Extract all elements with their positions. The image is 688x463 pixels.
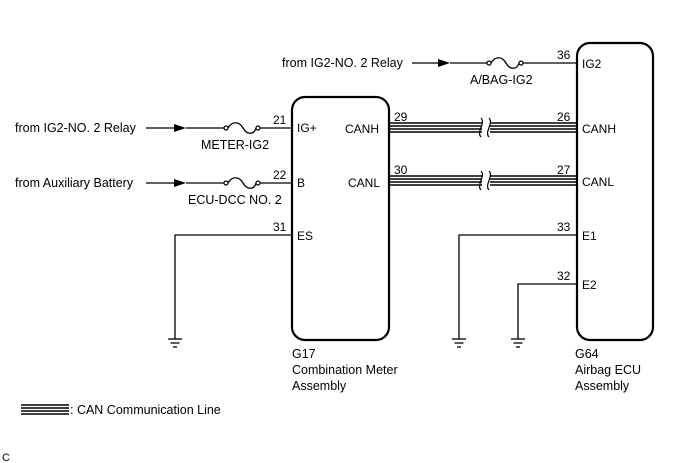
meter-b-arrow-icon [174, 179, 186, 187]
meter-ig-source: from IG2-NO. 2 Relay [15, 121, 137, 135]
meter-pin-31-number: 31 [273, 220, 287, 234]
meter-es-ground-wire [174, 234, 292, 339]
meter-ground-icon [168, 338, 182, 348]
airbag-ig2-source: from IG2-NO. 2 Relay [282, 56, 404, 70]
can-line-legend-icon [21, 404, 69, 415]
meter-pin-22-number: 22 [273, 168, 287, 182]
meter-name-line2: Assembly [292, 379, 347, 393]
airbag-e1-ground-icon [452, 338, 466, 348]
airbag-pin-33-number: 33 [557, 220, 571, 234]
canl-bus-line [389, 170, 577, 191]
airbag-name-line2: Assembly [575, 379, 630, 393]
meter-pin-29-name: CANH [345, 122, 379, 136]
meter-b-source: from Auxiliary Battery [15, 176, 134, 190]
airbag-pin-33-name: E1 [582, 229, 597, 243]
meter-pin-31-name: ES [297, 229, 313, 243]
airbag-pin-36-number: 36 [557, 48, 571, 62]
airbag-ig2-fuse-icon [486, 57, 524, 69]
airbag-pin-32-number: 32 [557, 269, 571, 283]
airbag-pin-27-number: 27 [557, 163, 571, 177]
airbag-pin-32-name: E2 [582, 278, 597, 292]
meter-b-fuse-label: ECU-DCC NO. 2 [188, 193, 282, 207]
airbag-pin-26-number: 26 [557, 110, 571, 124]
meter-ig-fuse-label: METER-IG2 [201, 138, 269, 152]
airbag-pin-26-name: CANH [582, 122, 616, 136]
meter-pin-29-number: 29 [394, 110, 408, 124]
airbag-name-line1: Airbag ECU [575, 363, 641, 377]
meter-ig-fuse-icon [223, 122, 261, 134]
airbag-e1-ground-wire [458, 234, 577, 339]
meter-code: G17 [292, 347, 316, 361]
canh-bus-line [389, 117, 577, 138]
meter-b-fuse-icon [223, 177, 261, 189]
meter-pin-22-name: B [297, 176, 305, 190]
airbag-pin-36-name: IG2 [582, 57, 602, 71]
airbag-ig2-arrow-icon [438, 59, 450, 67]
meter-pin-30-number: 30 [394, 163, 408, 177]
meter-ig-arrow-icon [174, 124, 186, 132]
airbag-pin-27-name: CANL [582, 175, 614, 189]
meter-pin-21-number: 21 [273, 113, 287, 127]
airbag-ecu-block [575, 41, 655, 342]
airbag-ig2-fuse-label: A/BAG-IG2 [470, 73, 533, 87]
figure-corner-mark: C [2, 452, 10, 463]
airbag-e2-ground-icon [511, 338, 525, 348]
airbag-code: G64 [575, 347, 599, 361]
meter-pin-21-name: IG+ [297, 121, 317, 135]
can-line-legend-label: : CAN Communication Line [70, 403, 221, 417]
meter-pin-30-name: CANL [348, 176, 380, 190]
combination-meter-block [290, 95, 391, 342]
meter-name-line1: Combination Meter [292, 363, 398, 377]
airbag-e2-ground-wire [517, 283, 577, 339]
